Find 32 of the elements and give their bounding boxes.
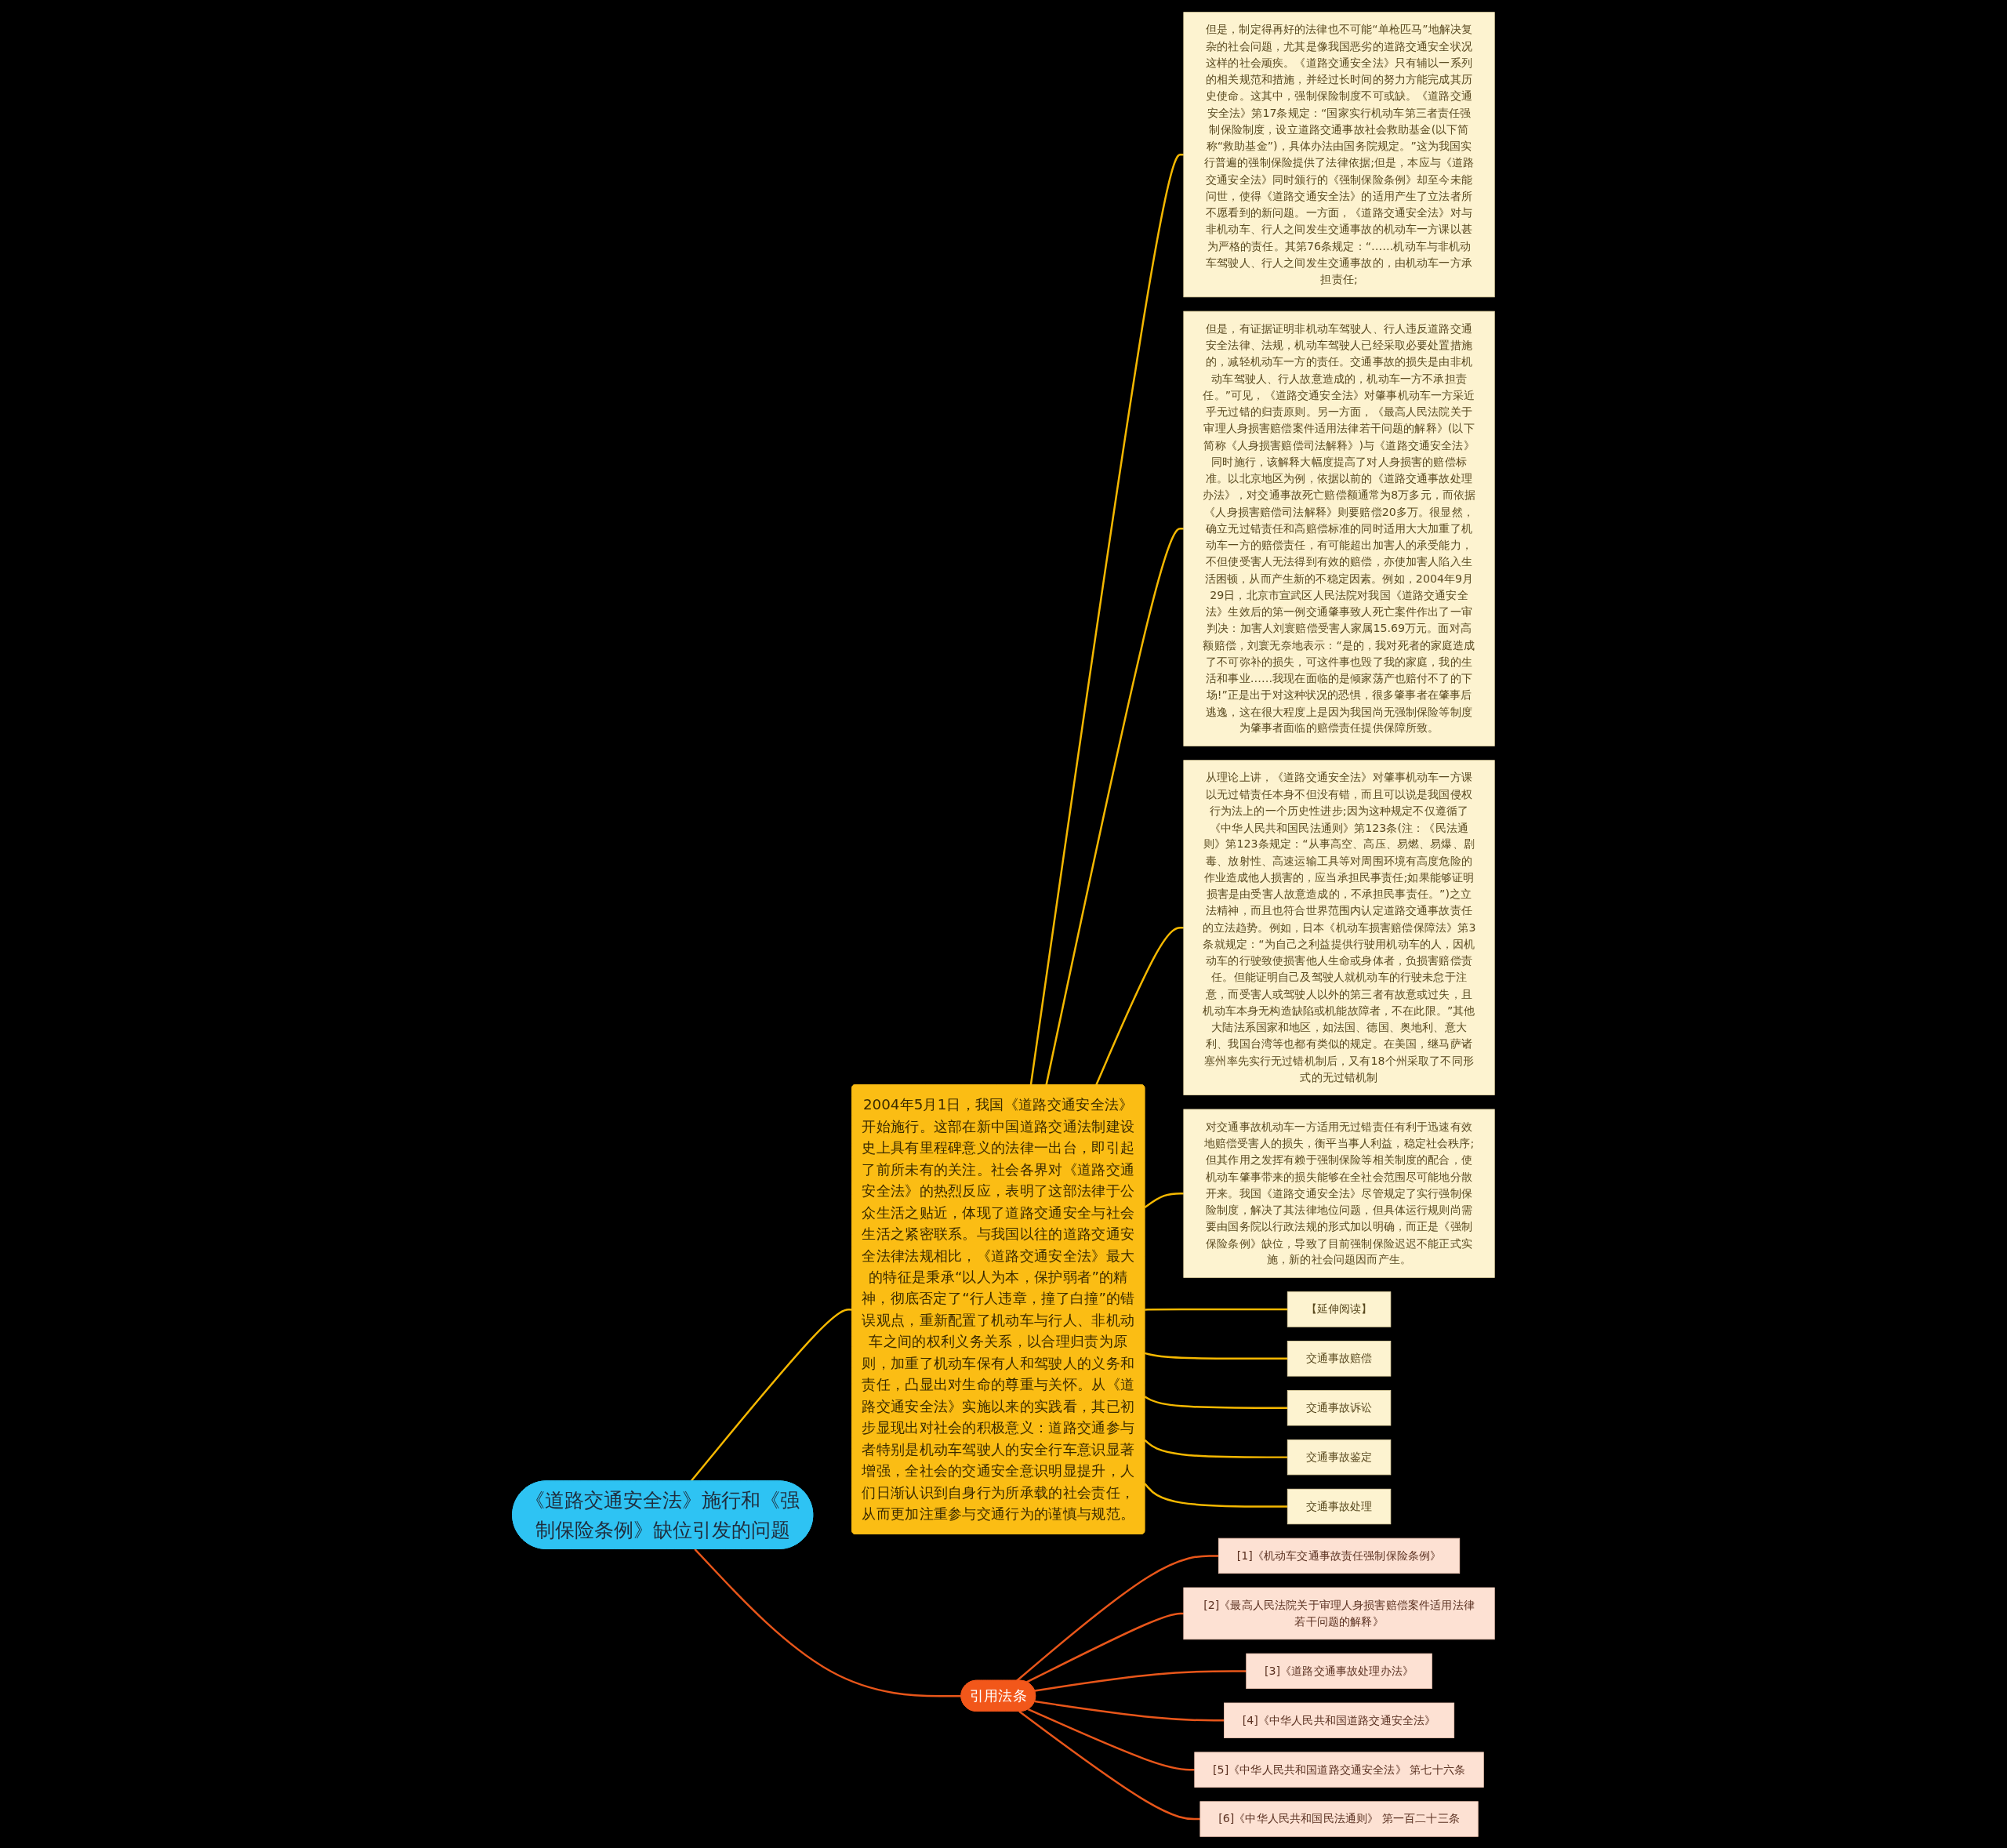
connector bbox=[1034, 1669, 1247, 1692]
node-box: [3]《道路交通事故处理办法》 bbox=[1246, 1653, 1432, 1689]
connector bbox=[1029, 153, 1185, 1085]
connector bbox=[1145, 1308, 1288, 1311]
node-box: [2]《最高人民法院关于审理人身损害赔偿案件适用法律若干问题的解释》 bbox=[1183, 1587, 1495, 1639]
connector bbox=[1095, 926, 1184, 1085]
connector bbox=[694, 1548, 962, 1697]
node-box: 从理论上讲，《道路交通安全法》对肇事机动车一方课以无过错责任本身不但没有错，而且可以说是我国侵权行为法上的一个历史性进步;因为这种规定不仅遵循了《中华人民共和国民法通则》第123条(注：《民法通则》第123条规定：“从事高空、高压、易燃、易爆、剧毒、放射性、高速运输工具等对周围环境有高度危险的作业造成他人损害的，应当承担民事责任;如果能够证明损害是由受害人故意造成的，不承担民事责任。”)之立法精神，而且也符合世界范围内认定道路交通事故责任的立法趋势。例如，日本《机动车损害赔偿保障法》第3条就规定：“为自己之利益提供行驶用机动车的人，因机动车的行驶致使损害他人生命或身体者，负损害赔偿责任。但能证明自己及驾驶人就机动车的行驶未怠于注意，而受害人或驾驶人以外的第三者有故意或过失，且机动车本身无构造缺陷或机能故障者，不在此限。”其他大陆法系国家和地区，如法国、德国、奥地利、意大利、我国台湾等也都有类似的规定。在美国，继马萨诸塞州率先实行无过错机制后，又有18个州采取了不同形式的无过错机制 bbox=[1183, 759, 1495, 1095]
node-box: 交通事故鉴定 bbox=[1287, 1439, 1392, 1475]
node-box: [1]《机动车交通事故责任强制保险条例》 bbox=[1218, 1538, 1461, 1574]
connector bbox=[1016, 1554, 1219, 1682]
node-box: [4]《中华人民共和国道路交通安全法》 bbox=[1224, 1702, 1455, 1738]
connector bbox=[1034, 1700, 1225, 1722]
connector bbox=[1018, 1710, 1200, 1820]
node-box: [6]《中华人民共和国民法通则》 第一百二十三条 bbox=[1199, 1800, 1479, 1837]
node-box: 【延伸阅读】 bbox=[1287, 1291, 1392, 1327]
node-box: 交通事故诉讼 bbox=[1287, 1389, 1392, 1425]
connector bbox=[1144, 1352, 1288, 1360]
node-box: 交通事故处理 bbox=[1287, 1488, 1392, 1524]
connector bbox=[1045, 527, 1185, 1085]
connector bbox=[690, 1308, 853, 1482]
node-box: 交通事故赔偿 bbox=[1287, 1340, 1392, 1377]
connector bbox=[1026, 1612, 1184, 1683]
connector bbox=[1028, 1708, 1195, 1770]
connector bbox=[1144, 1395, 1288, 1409]
node-box: 但是，制定得再好的法律也不可能“单枪匹马”地解决复杂的社会问题，尤其是像我国恶劣的道路交通安全状况这样的社会顽疾。《道路交通安全法》只有辅以一系列的相关规范和措施，并经过长时间的努力方能完成其历史使命。这其中，强制保险制度不可或缺。《道路交通安全法》第17条规定：“国家实行机动车第三者责任强制保险制度，设立道路交通事故社会救助基金(以下简称“救助基金”)，具体办法由国务院规定。”这为我国实行普遍的强制保险提供了法律依据;但是，本应与《道路交通安全法》同时颁行的《强制保险条例》却至今未能问世，使得《道路交通安全法》的适用产生了立法者所不愿看到的新问题。一方面，《道路交通安全法》对与非机动车、行人之间发生交通事故的机动车一方课以甚为严格的责任。其第76条规定：“……机动车与非机动车驾驶人、行人之间发生交通事故的，由机动车一方承担责任; bbox=[1183, 11, 1495, 297]
node-box: [5]《中华人民共和国道路交通安全法》 第七十六条 bbox=[1194, 1751, 1484, 1788]
connector bbox=[1144, 1439, 1288, 1458]
connector bbox=[1144, 1192, 1184, 1208]
node-box: 对交通事故机动车一方适用无过错责任有利于迅速有效地赔偿受害人的损失，衡平当事人利益，稳定社会秩序;但其作用之发挥有赖于强制保险等相关制度的配合，使机动车肇事带来的损失能够在全社会范围尽可能地分散开来。我国《道路交通安全法》尽管规定了实行强制保险制度，解决了其法律地位问题，但具体运行规则尚需要由国务院以行政法规的形式加以明确，而正是《强制保险条例》缺位，导致了目前强制保险迟迟不能正式实施，新的社会问题因而产生。 bbox=[1183, 1109, 1495, 1278]
connector bbox=[1144, 1482, 1288, 1508]
node-box: 但是，有证据证明非机动车驾驶人、行人违反道路交通安全法律、法规，机动车驾驶人已经采取必要处置措施的，减轻机动车一方的责任。交通事故的损失是由非机动车驾驶人、行人故意造成的，机动车一方不承担责任。”可见，《道路交通安全法》对肇事机动车一方采近乎无过错的归责原则。另一方面，《最高人民法院关于审理人身损害赔偿案件适用法律若干问题的解释》(以下简称《人身损害赔偿司法解释》)与《道路交通安全法》同时施行，该解释大幅度提高了对人身损害的赔偿标准。以北京地区为例，依据以前的《道路交通事故处理办法》，对交通事故死亡赔偿额通常为8万多元，而依据《人身损害赔偿司法解释》则要赔偿20多万。很显然，确立无过错责任和高赔偿标准的同时适用大大加重了机动车一方的赔偿责任，有可能超出加害人的承受能力，不但使受害人无法得到有效的赔偿，亦使加害人陷入生活困顿，从而产生新的不稳定因素。例如，2004年9月29日，北京市宣武区人民法院对我国《道路交通安全法》生效后的第一例交通肇事致人死亡案件作出了一审判决：加害人刘寰赔偿受害人家属15.69万元。面对高额赔偿，刘寰无奈地表示：“是的，我对死者的家庭造成了不可弥补的损失，可这件事也毁了我的家庭，我的生活和事业……我现在面临的是倾家荡产也赔付不了的下场!”正是出于对这种状况的恐惧，很多肇事者在肇事后逃逸，这在很大程度上是因为我国尚无强制保险等制度为肇事者面临的赔偿责任提供保障所致。 bbox=[1183, 310, 1495, 746]
